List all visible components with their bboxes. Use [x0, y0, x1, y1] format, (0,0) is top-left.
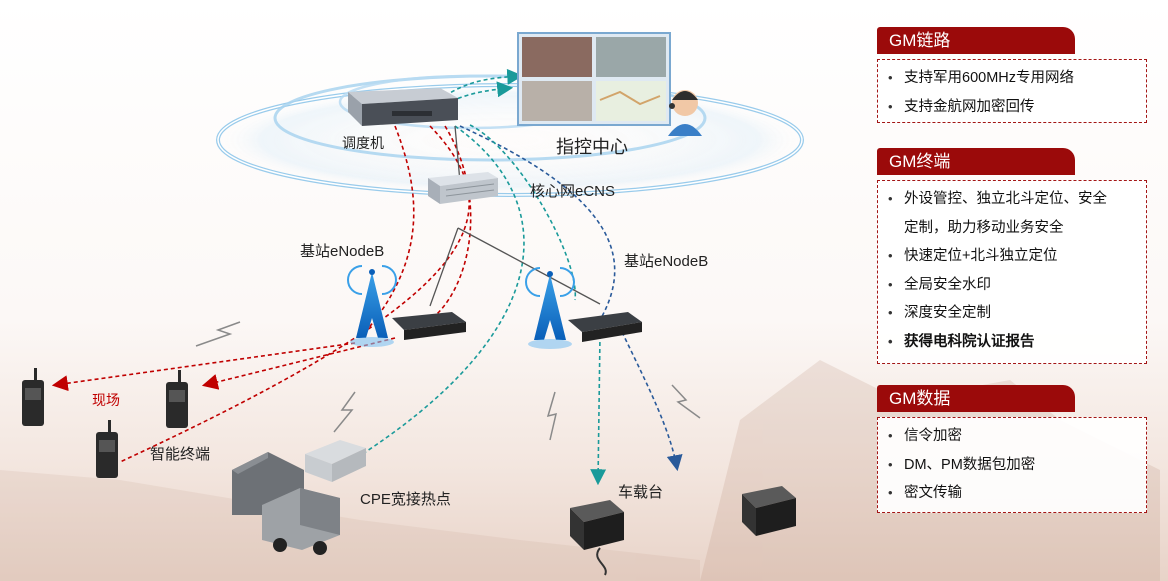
- vehicle-radio-icon: [742, 486, 796, 536]
- panel-title-gm-terminal: GM终端: [877, 148, 1075, 175]
- monitor-wall-icon: [517, 32, 671, 126]
- base-station-right-label: 基站eNodeB: [624, 253, 709, 270]
- command-center-label: 指控中心: [556, 137, 628, 157]
- panel-item: 支持军用600MHz专用网络: [886, 64, 1138, 93]
- radio-icon: [166, 370, 188, 428]
- panel-item-continuation: 定制，助力移动业务安全: [904, 219, 1064, 236]
- dispatcher-label: 调度机: [342, 135, 384, 151]
- panel-gm-terminal: 外设管控、独立北斗定位、安全 定制，助力移动业务安全 快速定位+北斗独立定位 全…: [877, 180, 1147, 364]
- panel-item: 密文传输: [886, 479, 1138, 508]
- panel-gm-data: 信令加密 DM、PM数据包加密 密文传输: [877, 417, 1147, 513]
- tower-icon: [347, 265, 397, 347]
- panel-item: 外设管控、独立北斗定位、安全: [886, 185, 1138, 214]
- smart-terminal-label: 智能终端: [150, 446, 211, 463]
- tower-icon: [525, 267, 575, 349]
- panel-item: 全局安全水印: [886, 271, 1138, 300]
- operator-headset-icon: [668, 90, 702, 136]
- vehicle-label: 车载台: [618, 484, 664, 501]
- field-label: 现场: [92, 392, 120, 408]
- panel-item: DM、PM数据包加密: [886, 451, 1138, 480]
- base-station-left-label: 基站eNodeB: [300, 243, 385, 260]
- truck-icon: [262, 488, 340, 555]
- panel-item: 快速定位+北斗独立定位: [886, 242, 1138, 271]
- server-icon: [348, 88, 458, 126]
- panel-title-gm-data: GM数据: [877, 385, 1075, 412]
- lightning-icon: [195, 321, 701, 441]
- panel-item: 信令加密: [886, 422, 1138, 451]
- core-network-label: 核心网eCNS: [530, 183, 616, 200]
- core-network-server-icon: [428, 172, 498, 204]
- panel-item: 支持金航网加密回传: [886, 93, 1138, 122]
- radio-icon: [22, 368, 44, 426]
- panel-item: 获得电科院认证报告: [886, 328, 1138, 357]
- base-station-unit-icon: [392, 312, 642, 342]
- radio-icon: [96, 420, 118, 478]
- cpe-router-icon: [305, 440, 366, 482]
- panel-item: 深度安全定制: [886, 299, 1138, 328]
- panel-gm-link: 支持军用600MHz专用网络 支持金航网加密回传: [877, 59, 1147, 123]
- network-rings: [216, 74, 804, 197]
- panel-title-gm-link: GM链路: [877, 27, 1075, 54]
- cpe-label: CPE宽接热点: [360, 491, 451, 508]
- vehicle-radio-icon: [570, 500, 624, 576]
